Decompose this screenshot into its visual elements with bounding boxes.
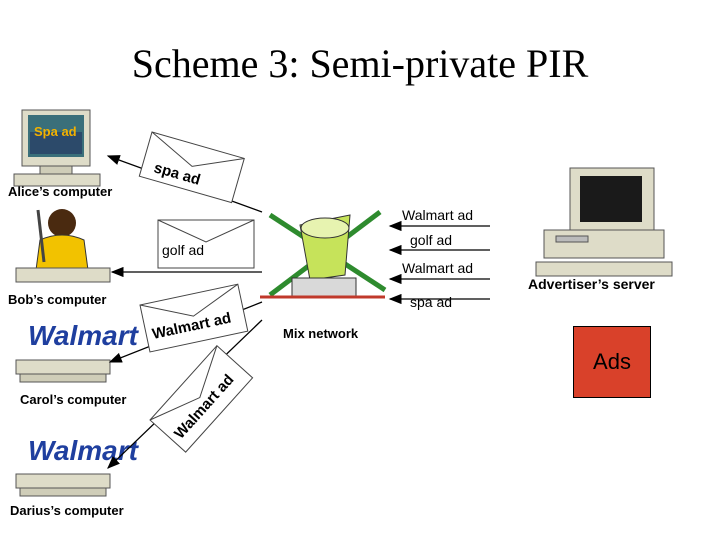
- advertiser-server-icon: [535, 167, 673, 277]
- alice-label: Alice’s computer: [8, 184, 113, 199]
- darius-walmart-logo: Walmart: [28, 435, 140, 466]
- darius-computer-icon: Walmart: [15, 424, 140, 497]
- envelope-alice: spa ad: [138, 131, 245, 204]
- ads-database-box: Ads: [573, 326, 651, 398]
- mix-network-icon: [260, 210, 387, 300]
- envelope-carol: Walmart ad: [139, 283, 249, 353]
- arrow-label-walmart-2: Walmart ad: [402, 260, 474, 276]
- server-label: Advertiser’s server: [528, 276, 655, 292]
- arrow-label-walmart-1: Walmart ad: [402, 207, 474, 223]
- envelope-bob: golf ad: [157, 219, 255, 269]
- arrow-label-golf: golf ad: [410, 232, 453, 248]
- bob-label: Bob’s computer: [8, 292, 107, 307]
- envelope-darius: Walmart ad: [149, 344, 254, 453]
- darius-label: Darius’s computer: [10, 503, 124, 518]
- alice-computer-icon: Spa ad: [13, 109, 101, 187]
- mix-network-label: Mix network: [283, 326, 359, 341]
- envelope-bob-text: golf ad: [162, 242, 204, 258]
- carol-walmart-logo: Walmart: [28, 320, 140, 351]
- arrow-label-spa: spa ad: [410, 294, 453, 310]
- page-title: Scheme 3: Semi-private PIR: [131, 41, 589, 86]
- carol-computer-icon: Walmart: [15, 310, 140, 383]
- alice-screen-text: Spa ad: [34, 124, 77, 139]
- carol-label: Carol’s computer: [20, 392, 127, 407]
- bob-person-icon: [15, 209, 111, 283]
